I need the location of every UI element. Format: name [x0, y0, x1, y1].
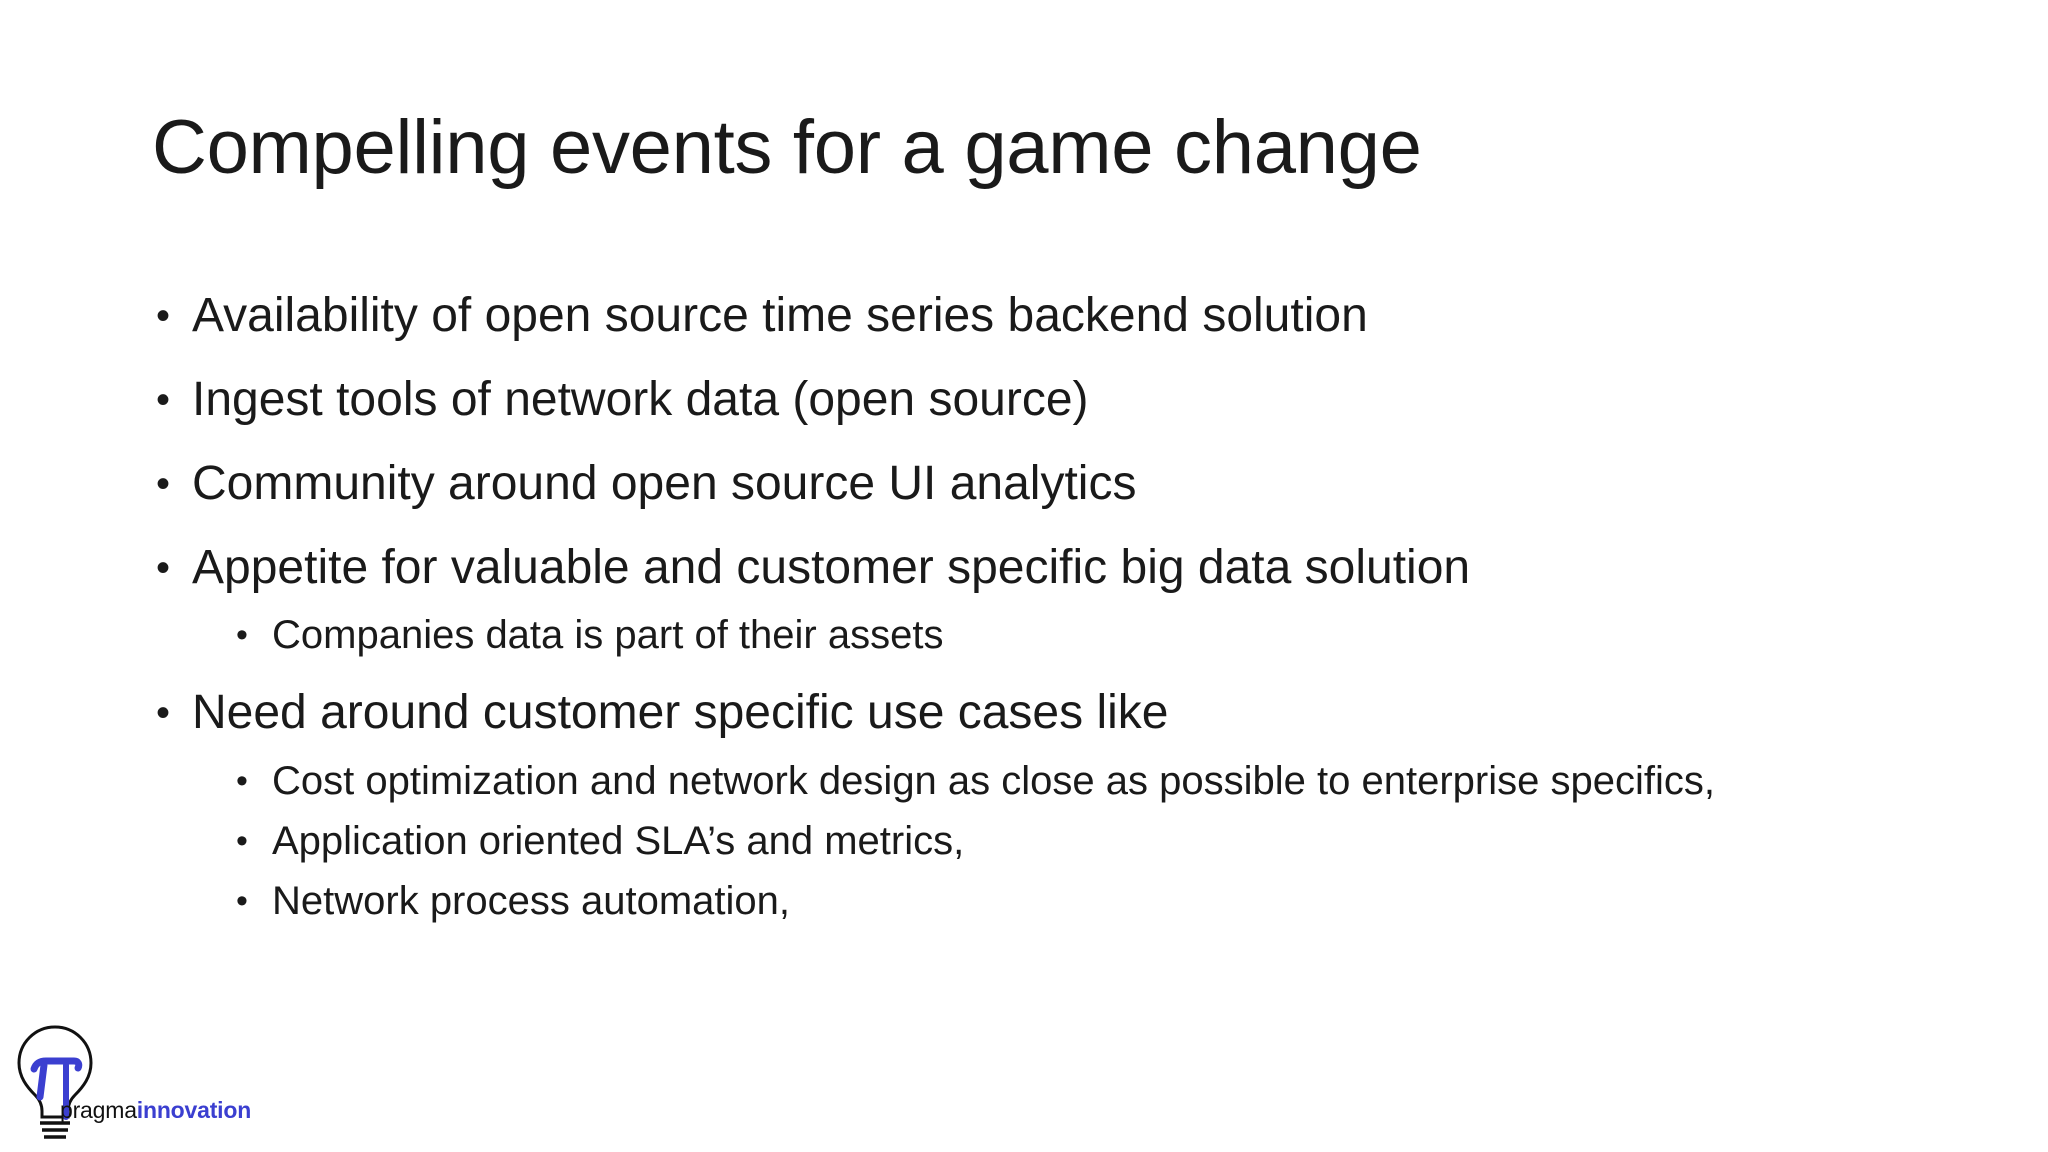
bullet-text: Availability of open source time series …	[192, 289, 1368, 342]
bullet-text: Need around customer specific use cases …	[192, 685, 1169, 739]
bullet-text: Appetite for valuable and customer speci…	[192, 541, 1471, 595]
bullet-marker-icon: •	[236, 821, 248, 860]
logo-word-pragma: pragma	[60, 1097, 137, 1123]
bullet-item-level2: • Cost optimization and network design a…	[230, 757, 1792, 805]
bullet-text: Application oriented SLA’s and metrics,	[272, 818, 965, 863]
bullet-item-level2: • Application oriented SLA’s and metrics…	[230, 817, 1792, 865]
bullet-marker-icon: •	[156, 378, 171, 423]
bullet-marker-icon: •	[156, 546, 171, 591]
bullet-item-level1: • Availability of open source time serie…	[150, 288, 1950, 344]
slide-body-bullet-list: • Availability of open source time serie…	[150, 288, 1950, 937]
bullet-item-level2: • Network process automation,	[230, 877, 1792, 925]
bullet-text: Cost optimization and network design as …	[272, 758, 1715, 803]
bullet-marker-icon: •	[156, 462, 171, 507]
bullet-marker-icon: •	[156, 294, 171, 338]
bullet-item-level2: • Companies data is part of their assets	[230, 611, 1792, 659]
lightbulb-pi-icon	[17, 1025, 93, 1139]
bullet-marker-icon: •	[236, 881, 248, 920]
bullet-item-level1: • Need around customer specific use case…	[150, 685, 1950, 741]
slide-title: Compelling events for a game change	[152, 105, 1422, 190]
bullet-marker-icon: •	[156, 690, 171, 735]
bullet-marker-icon: •	[236, 761, 248, 800]
logo-word-innovation: innovation	[136, 1097, 252, 1123]
bullet-text: Network process automation,	[272, 878, 791, 923]
bullet-item-level1: • Ingest tools of network data (open sou…	[150, 372, 1950, 428]
bullet-text: Community around open source UI analytic…	[192, 457, 1137, 511]
company-logo: pragmainnovation	[8, 1021, 298, 1146]
logo-wordmark: pragmainnovation	[60, 1097, 251, 1124]
bullet-text: Ingest tools of network data (open sourc…	[192, 373, 1089, 427]
bullet-marker-icon: •	[236, 615, 248, 654]
bullet-text: Companies data is part of their assets	[272, 612, 944, 657]
bullet-item-level1: • Community around open source UI analyt…	[150, 456, 1950, 512]
bullet-item-level1: • Appetite for valuable and customer spe…	[150, 540, 1950, 596]
